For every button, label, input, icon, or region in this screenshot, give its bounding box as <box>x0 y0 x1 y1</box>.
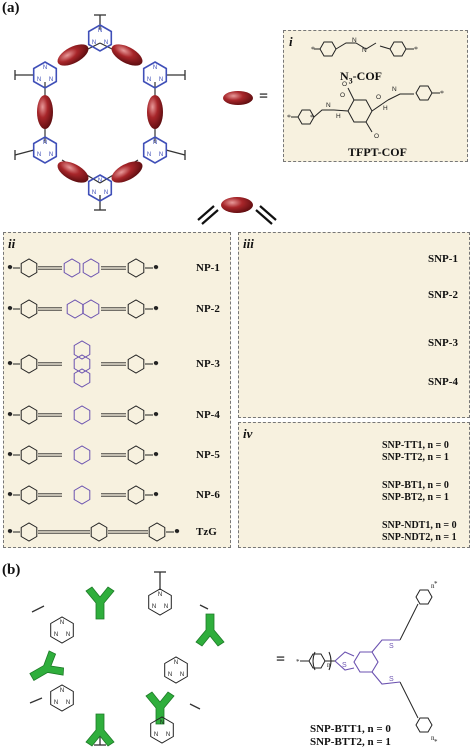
svg-text:N: N <box>60 688 64 694</box>
tfpt-cof-label: TFPT-COF <box>348 145 407 159</box>
svg-text:N: N <box>66 632 70 638</box>
snp-tt2-label: SNP-TT2, n = 1 <box>382 452 449 463</box>
snp-bt1-label: SNP-BT1, n = 0 <box>382 480 449 491</box>
snp-2-label: SNP-2 <box>428 289 458 301</box>
svg-text:*: * <box>296 658 300 666</box>
svg-text:N: N <box>54 700 58 706</box>
np-5-label: NP-5 <box>196 449 220 461</box>
equals-sign-b: = <box>276 651 286 668</box>
tzg-label: TzG <box>196 526 217 538</box>
svg-text:N: N <box>154 732 158 738</box>
svg-text:N: N <box>158 592 162 598</box>
snp-4-label: SNP-4 <box>428 376 458 388</box>
box-iii <box>238 232 470 418</box>
svg-text:S: S <box>389 676 394 683</box>
svg-text:N: N <box>174 660 178 666</box>
svg-text:*: * <box>434 580 438 588</box>
box-iv <box>238 422 470 548</box>
box-ii <box>3 232 231 548</box>
snp-3-label: SNP-3 <box>428 337 458 349</box>
np-3-label: NP-3 <box>196 358 220 370</box>
snp-btt1-label: SNP-BTT1, n = 0 <box>310 723 391 735</box>
np-4-label: NP-4 <box>196 409 220 421</box>
box-i <box>283 30 468 162</box>
svg-text:n: n <box>431 734 435 742</box>
snp-1-label: SNP-1 <box>428 253 458 265</box>
svg-text:n: n <box>431 582 435 590</box>
svg-text:N: N <box>60 620 64 626</box>
box-ii-roman: ii <box>8 236 16 251</box>
np-6-label: NP-6 <box>196 489 220 501</box>
snp-bt2-label: SNP-BT2, n = 1 <box>382 492 449 503</box>
svg-text:N: N <box>180 672 184 678</box>
svg-text:S: S <box>342 662 347 669</box>
snp-btt2-label: SNP-BTT2, n = 1 <box>310 736 391 748</box>
box-i-roman: i <box>289 34 293 49</box>
svg-text:N: N <box>166 732 170 738</box>
n3-cof-label: N3-COF <box>340 69 382 86</box>
svg-text:S: S <box>389 643 394 650</box>
panel-a-label: (a) <box>2 0 20 16</box>
snp-tt1-label: SNP-TT1, n = 0 <box>382 440 449 451</box>
svg-text:N: N <box>54 632 58 638</box>
svg-text:n: n <box>327 661 331 669</box>
snp-ndt2-label: SNP-NDT2, n = 1 <box>382 532 457 543</box>
equals-sign: = <box>259 88 269 105</box>
svg-text:N: N <box>168 672 172 678</box>
svg-text:*: * <box>434 738 438 746</box>
box-iii-roman: iii <box>243 236 254 251</box>
np-2-label: NP-2 <box>196 303 220 315</box>
svg-text:N: N <box>152 604 156 610</box>
snp-ndt1-label: SNP-NDT1, n = 0 <box>382 520 457 531</box>
svg-text:N: N <box>160 720 164 726</box>
panel-b-label: (b) <box>2 562 21 578</box>
np-1-label: NP-1 <box>196 262 220 274</box>
svg-text:N: N <box>66 700 70 706</box>
box-iv-roman: iv <box>243 426 253 441</box>
svg-text:N: N <box>164 604 168 610</box>
